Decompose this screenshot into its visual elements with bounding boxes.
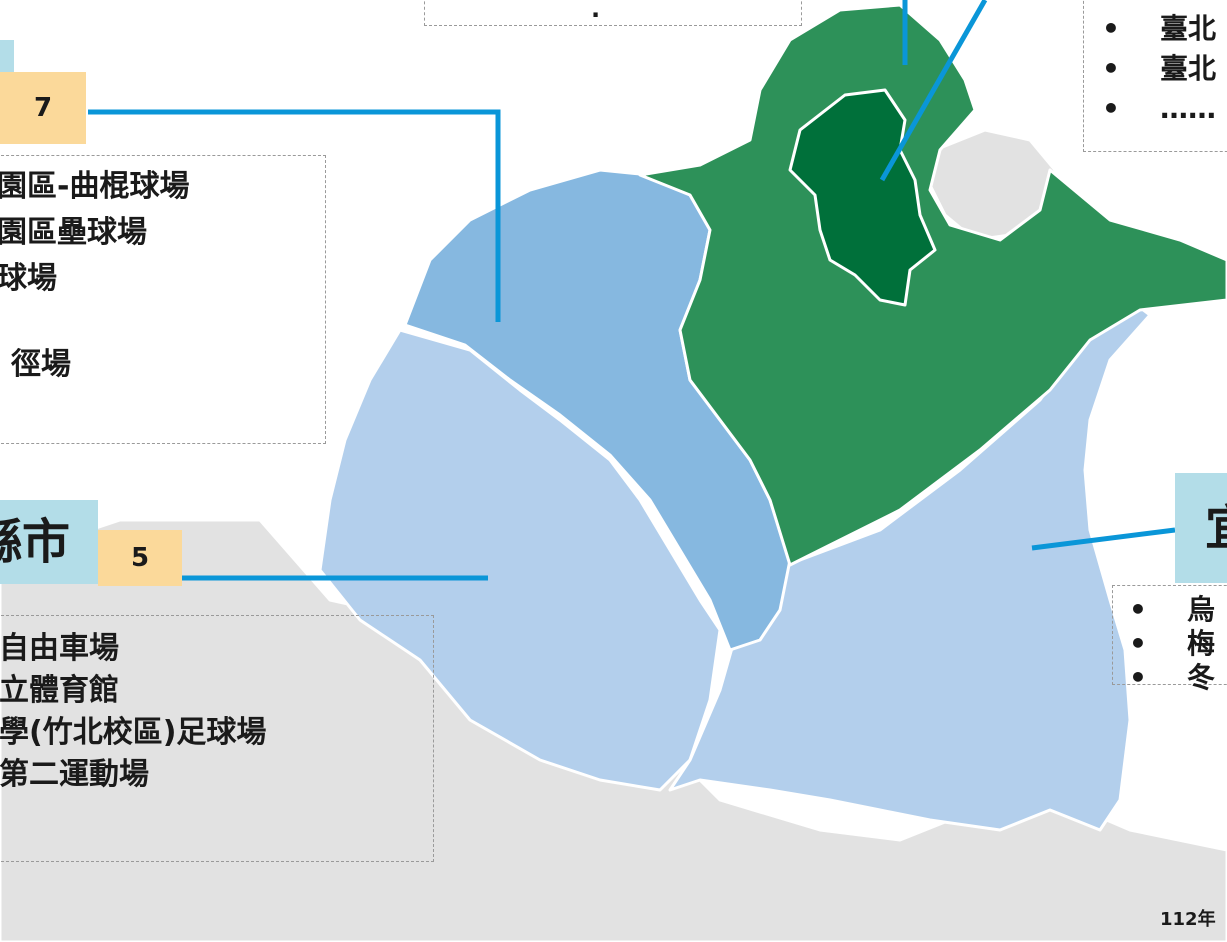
bullet-icon: •: [1102, 92, 1120, 125]
list-item: •……: [1102, 92, 1216, 125]
bullet-icon: •: [1102, 52, 1120, 85]
hsinchu-venue-list: 自由車場 立體育館 學(竹北校區)足球場 第二運動場: [0, 634, 266, 802]
yilan-title: 宜: [1205, 504, 1227, 552]
taoyuan-venue-box: 園區-曲棍球場 園區壘球場 球場 徑場: [0, 155, 326, 444]
yilan-venue-list: •烏 •梅 •冬: [1129, 596, 1215, 698]
bullet-icon: •: [1129, 593, 1147, 626]
top-info-text: .: [591, 0, 601, 23]
hsinchu-count-badge: 5: [98, 530, 182, 586]
yilan-venue-box: •烏 •梅 •冬: [1112, 585, 1227, 692]
list-item: 園區壘球場: [0, 215, 147, 250]
list-item: •梅: [1129, 627, 1216, 660]
list-item: 立體育館: [0, 673, 119, 708]
taoyuan-title-accent: [0, 40, 14, 72]
region-yilan: [668, 298, 1152, 832]
hsinchu-venue-box: 自由車場 立體育館 學(竹北校區)足球場 第二運動場: [0, 615, 434, 862]
list-item: 學(竹北校區)足球場: [0, 715, 267, 750]
region-taipei: [788, 88, 937, 307]
list-item: •臺北: [1102, 52, 1217, 85]
region-hsinchu: [318, 328, 722, 792]
hsinchu-title-box: 縣市: [0, 500, 98, 584]
hsinchu-title: 縣市: [0, 514, 71, 570]
footnote-year: 112年: [1160, 909, 1216, 930]
taipei-venue-list: •臺北 •臺北 •……: [1102, 15, 1216, 135]
list-item: 球場: [0, 261, 57, 296]
list-item: •冬: [1129, 661, 1216, 694]
taoyuan-venue-list: 園區-曲棍球場 園區壘球場 球場 徑場: [0, 172, 189, 390]
leader-line-taoyuan: [88, 109, 501, 322]
hsinchu-count: 5: [130, 543, 150, 573]
list-item: •烏: [1129, 593, 1216, 626]
list-item: 徑場: [11, 347, 71, 382]
bullet-icon: •: [1102, 12, 1120, 45]
taipei-venue-box: •臺北 •臺北 •……: [1083, 0, 1227, 152]
taoyuan-count-badge: 7: [0, 72, 86, 144]
top-info-box: .: [424, 0, 802, 26]
region-new-taipei: [638, 3, 1227, 567]
list-item: 園區-曲棍球場: [0, 169, 190, 204]
list-item: 第二運動場: [0, 757, 149, 792]
bullet-icon: •: [1129, 627, 1147, 660]
list-item: 自由車場: [0, 631, 119, 666]
bullet-icon: •: [1129, 661, 1147, 694]
leader-line-yilan: [1031, 527, 1176, 551]
list-item: •臺北: [1102, 12, 1217, 45]
leader-lines: [88, 0, 1176, 581]
yilan-title-box: 宜: [1175, 473, 1227, 583]
leader-line-taipei: [879, 0, 988, 182]
taoyuan-count: 7: [33, 93, 53, 123]
